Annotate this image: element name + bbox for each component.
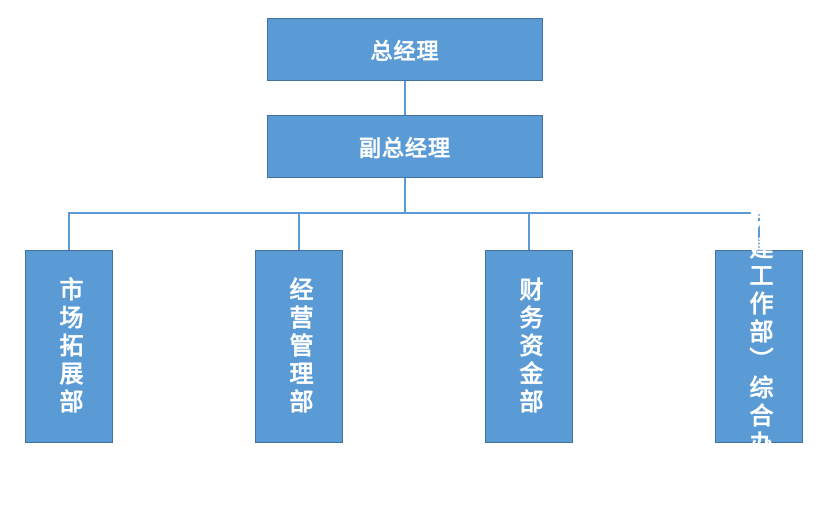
finance-dept-label: 财务资金部: [515, 276, 543, 417]
general-office-text-wrap: （党建工作部） 综合办公室: [744, 179, 774, 515]
operations-management-dept-box: 经营管理部: [255, 250, 343, 443]
general-manager-box: 总经理: [267, 18, 543, 81]
general-office-label: 综合办公室: [745, 374, 773, 515]
connector-deputy-down: [404, 178, 406, 213]
general-manager-label: 总经理: [370, 39, 440, 65]
market-expansion-dept-box: 市场拓展部: [25, 250, 113, 443]
operations-management-dept-label: 经营管理部: [285, 276, 313, 417]
connector-to-office: [758, 212, 760, 250]
org-chart: 总经理 副总经理 市场拓展部 经营管理部 财务资金部 （党建工作部） 综合办公室: [25, 18, 803, 515]
market-expansion-dept-label: 市场拓展部: [55, 276, 83, 417]
general-office-box: （党建工作部） 综合办公室: [715, 179, 803, 515]
connector-gm-to-deputy: [404, 81, 406, 115]
finance-dept-box: 财务资金部: [485, 250, 573, 443]
deputy-general-manager-box: 副总经理: [267, 115, 543, 178]
connector-horizontal-bus: [68, 212, 760, 214]
connector-to-ops: [298, 212, 300, 250]
deputy-general-manager-label: 副总经理: [358, 136, 451, 162]
connector-to-market: [68, 212, 70, 250]
connector-to-finance: [528, 212, 530, 250]
general-office-note: （党建工作部）: [745, 178, 773, 375]
